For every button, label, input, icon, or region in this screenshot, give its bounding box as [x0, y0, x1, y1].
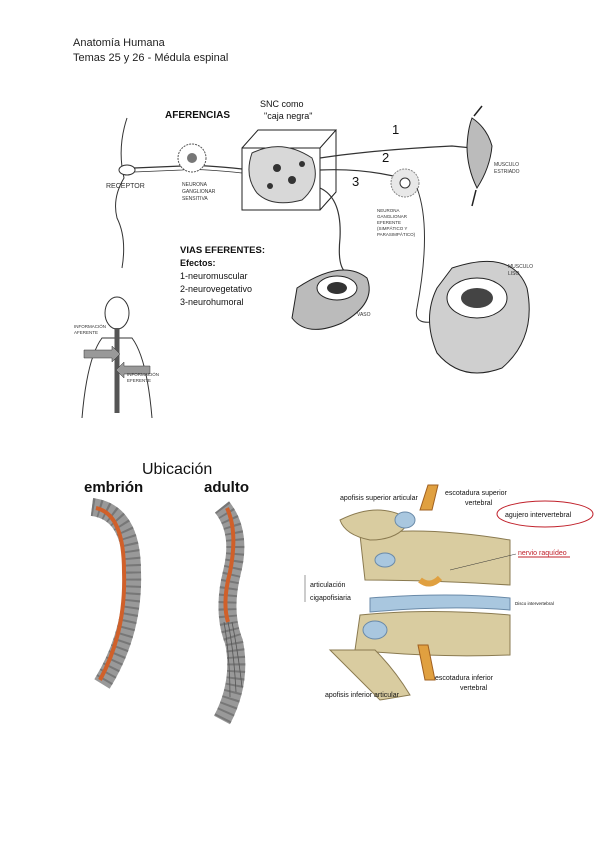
vertebrae-figure: apofisis superior articular escotadura s…	[300, 480, 600, 710]
afferences-label: AFERENCIAS	[165, 110, 230, 121]
cns-black-box	[241, 129, 338, 211]
efferent-pathways-svg: RECEPTOR NEURONA GANGLIONAR SENSITIVA AF…	[74, 99, 533, 418]
vertebral-bodies	[328, 484, 511, 701]
path-number-3: 3	[352, 174, 359, 189]
vessel-label: VASO	[357, 312, 371, 318]
efferent-neuron-label-5: PARASIMPÁTICO)	[377, 231, 416, 237]
afferent-info-label-2: AFERENTE	[74, 330, 98, 335]
document-header: Anatomía Humana Temas 25 y 26 - Médula e…	[73, 36, 228, 66]
path-number-2: 2	[382, 150, 389, 165]
striated-muscle-label-1: MUSCULO	[494, 162, 519, 168]
human-figure-sketch	[81, 296, 153, 418]
superior-notch-label-2: vertebral	[465, 500, 493, 507]
striated-muscle-tendons	[471, 105, 483, 207]
adult-spine	[213, 501, 246, 725]
striated-muscle-label-2: ESTRIADO	[494, 169, 520, 175]
efferent-ganglion-cell	[399, 177, 411, 189]
effect-item-3: 3-neurohumoral	[180, 297, 244, 307]
effect-item-1: 1-neuromuscular	[180, 271, 248, 281]
intervertebral-disc-label: Disco intervertebral	[515, 601, 554, 606]
sensory-neuron-label-2: GANGLIONAR	[182, 189, 216, 195]
foramen-highlight-ellipse	[496, 500, 594, 528]
sensory-neuron-label-1: NEURONA	[182, 182, 208, 188]
embryo-label: embrión	[84, 479, 143, 496]
inferior-notch-label-1: escotadura inferior	[435, 675, 494, 682]
smooth-muscle-label-2: LISO	[508, 271, 520, 277]
efferent-path-2	[319, 169, 403, 179]
inferior-notch-label-2: vertebral	[460, 685, 488, 692]
striated-muscle-shape	[466, 117, 493, 190]
efferent-neuron-label-2: GANGLIONAR	[377, 214, 408, 219]
spinal-cord-location-figure: Ubicación embrión adulto	[72, 452, 272, 740]
efferent-path-3	[319, 187, 348, 274]
spinal-nerve-pointer	[449, 553, 517, 571]
body-outline	[115, 117, 128, 269]
receptor-label: RECEPTOR	[106, 183, 145, 190]
adult-label: adulto	[204, 479, 249, 496]
path-number-1: 1	[392, 122, 399, 137]
afferent-fiber-2	[133, 169, 253, 175]
efferent-ways-title: VIAS EFERENTES:	[180, 245, 265, 256]
spinal-cord-location-svg: Ubicación embrión adulto	[72, 452, 272, 740]
smooth-muscle-label-1: MUSCULO	[508, 264, 533, 270]
vertebrae-svg: apofisis superior articular escotadura s…	[300, 480, 600, 710]
efferent-info-label-1: INFORMACIÓN	[127, 371, 159, 377]
efferent-info-label-2: EFERENTE	[127, 378, 151, 383]
cns-label-line2: "caja negra"	[264, 111, 312, 121]
efferent-neuron-label-4: (SIMPÁTICO Y	[377, 225, 407, 231]
afferent-info-label-1: INFORMACIÓN	[74, 323, 106, 329]
blood-vessel	[291, 269, 370, 330]
superior-notch-label-1: escotadura superior	[445, 490, 508, 497]
intervertebral-foramen-label: agujero intervertebral	[505, 512, 572, 519]
efferent-pathways-figure: RECEPTOR NEURONA GANGLIONAR SENSITIVA AF…	[72, 88, 542, 418]
smooth-muscle-organ	[429, 260, 530, 374]
superior-articular-process-label: apofisis superior articular	[340, 495, 418, 502]
efferent-neuron-label-1: NEURONA	[377, 208, 400, 213]
efferent-neuron-label-3: EFERENTE	[377, 220, 401, 225]
embryo-spine	[90, 498, 142, 689]
effect-item-2: 2-neurovegetativo	[180, 284, 252, 294]
sensory-neuron-label-3: SENSITIVA	[182, 196, 208, 202]
spinal-nerve-label: nervio raquídeo	[518, 550, 567, 557]
efferent-path-1	[319, 145, 473, 159]
zygapophyseal-joint-label-2: cigapofisiaria	[310, 595, 351, 602]
postganglionic-fiber	[415, 187, 443, 323]
header-course-title: Anatomía Humana	[73, 37, 165, 49]
header-topic: Temas 25 y 26 - Médula espinal	[73, 52, 229, 64]
cns-label-line1: SNC como	[260, 99, 304, 109]
receptor-shape	[118, 164, 136, 176]
inferior-articular-process-label: apofisis inferior articular	[325, 692, 400, 699]
sensory-ganglion-cell	[187, 153, 197, 163]
effects-label: Efectos:	[180, 258, 216, 268]
zygapophyseal-joint-label-1: articulación	[310, 582, 346, 589]
location-title: Ubicación	[142, 461, 212, 478]
